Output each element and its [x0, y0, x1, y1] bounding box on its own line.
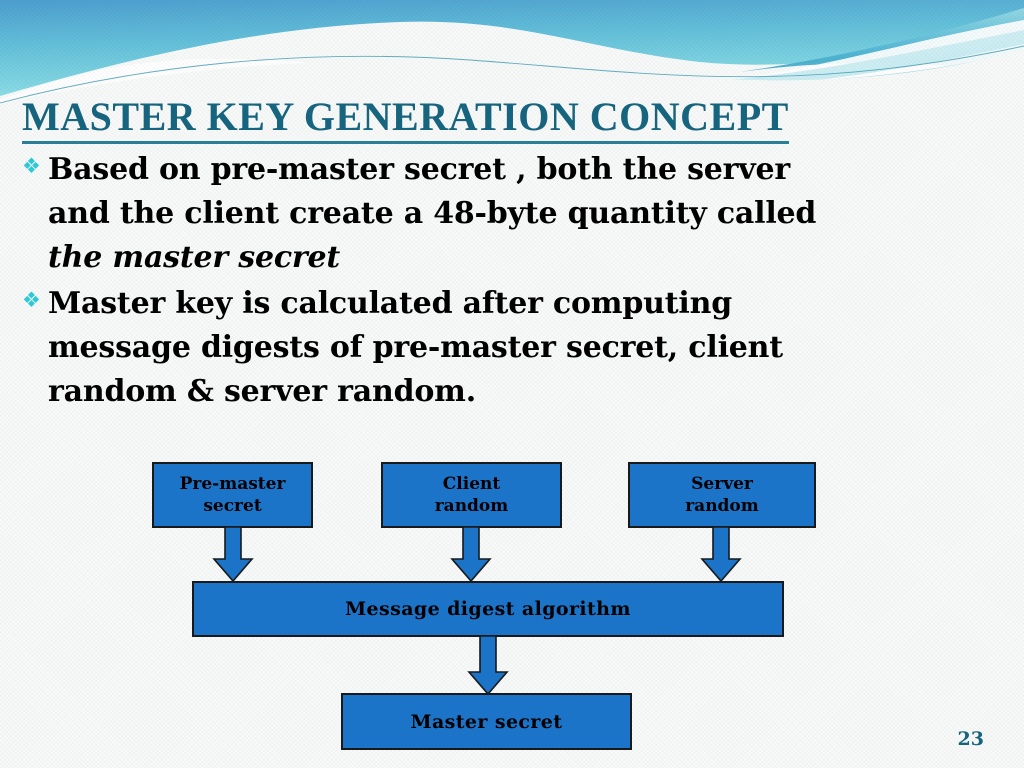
page-number: 23	[957, 728, 984, 750]
bullet-1-line-3-italic: the master secret	[48, 240, 341, 275]
diamond-bullet-icon: ❖	[22, 154, 41, 178]
flow-label-line-1: Pre-master	[179, 474, 286, 494]
bullet-2-line-2: message digests of pre-master secret, cl…	[48, 330, 783, 365]
bullet-item-2: ❖ Master key is calculated after computi…	[22, 282, 992, 414]
bullet-item-1-text: Based on pre-master secret , both the se…	[48, 148, 992, 280]
header-wave-primary	[0, 0, 1024, 96]
bullet-item-2-text: Master key is calculated after computing…	[48, 282, 992, 414]
header-decoration	[0, 0, 1024, 112]
page-title-text: MASTER KEY GENERATION CONCEPT	[22, 95, 789, 144]
flow-label-line-2: random	[685, 496, 759, 516]
flow-box-message-digest-algorithm[interactable]: Message digest algorithm	[192, 581, 784, 637]
flow-box-client-random-label: Client random	[435, 473, 509, 517]
flow-box-server-random[interactable]: Server random	[628, 462, 816, 528]
bullet-1-line-2: and the client create a 48-byte quantity…	[48, 196, 817, 231]
diamond-bullet-icon: ❖	[22, 288, 41, 312]
header-base-fill	[0, 50, 1024, 112]
header-wave-accent	[620, 30, 1024, 88]
arrow-pre-master-to-digest	[206, 527, 260, 583]
bullet-1-line-1: Based on pre-master secret , both the se…	[48, 152, 790, 187]
flow-box-master-secret[interactable]: Master secret	[341, 693, 632, 750]
flow-label-line-2: secret	[203, 496, 262, 516]
arrow-digest-to-master-secret	[461, 636, 515, 696]
flow-label-line-1: Client	[442, 474, 501, 494]
body-content: ❖ Based on pre-master secret , both the …	[22, 148, 992, 416]
flow-box-server-random-label: Server random	[685, 473, 759, 517]
flow-box-pre-master-secret-label: Pre-master secret	[180, 473, 286, 517]
page-title: MASTER KEY GENERATION CONCEPT	[22, 95, 982, 144]
flow-label-line-2: random	[434, 496, 509, 516]
flow-box-master-secret-label: Master secret	[410, 710, 563, 733]
arrow-server-random-to-digest	[694, 527, 748, 583]
bullet-2-line-3: random & server random.	[48, 374, 476, 409]
flow-label-line-1: Server	[691, 474, 753, 494]
bullet-2-line-1: Master key is calculated after computing	[48, 286, 732, 321]
flow-box-pre-master-secret[interactable]: Pre-master secret	[152, 462, 313, 528]
bullet-item-1: ❖ Based on pre-master secret , both the …	[22, 148, 992, 280]
flow-box-client-random[interactable]: Client random	[381, 462, 562, 528]
arrow-client-random-to-digest	[444, 527, 498, 583]
flow-box-message-digest-label: Message digest algorithm	[345, 598, 631, 620]
header-hairline-1	[0, 45, 1024, 104]
